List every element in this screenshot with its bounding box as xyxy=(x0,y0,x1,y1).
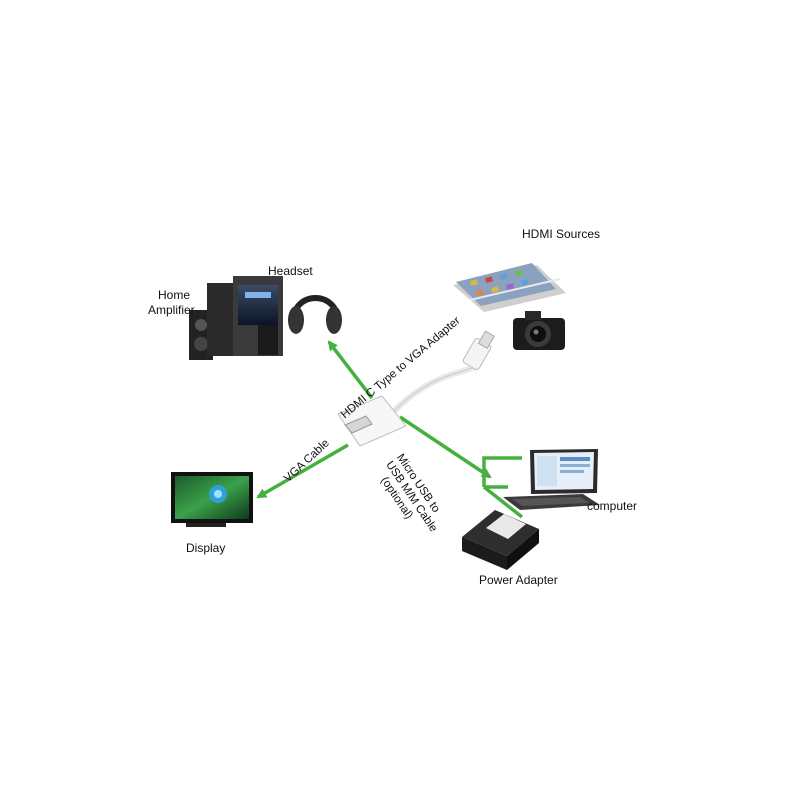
laptop-icon xyxy=(503,449,600,510)
headset-icon xyxy=(288,295,342,334)
arrow-to-display xyxy=(256,443,349,499)
home-amplifier-icon xyxy=(189,276,283,360)
arrows xyxy=(256,340,524,519)
label-computer: computer xyxy=(587,499,638,513)
label-amplifier: Amplifier xyxy=(148,303,195,317)
bracket-computer-power xyxy=(482,456,524,519)
power-adapter-icon xyxy=(462,510,539,570)
label-power-adapter: Power Adapter xyxy=(479,573,558,587)
label-headset: Headset xyxy=(268,264,313,278)
vga-adapter-icon xyxy=(337,330,495,447)
tablet-icon xyxy=(453,263,566,312)
label-hdmi-sources: HDMI Sources xyxy=(522,227,601,241)
camera-icon xyxy=(513,311,565,350)
arrow-to-computer xyxy=(399,415,492,479)
display-icon xyxy=(171,472,253,527)
arrow-to-amplifier xyxy=(327,340,374,400)
label-home: Home xyxy=(158,288,191,302)
label-display: Display xyxy=(186,541,226,555)
